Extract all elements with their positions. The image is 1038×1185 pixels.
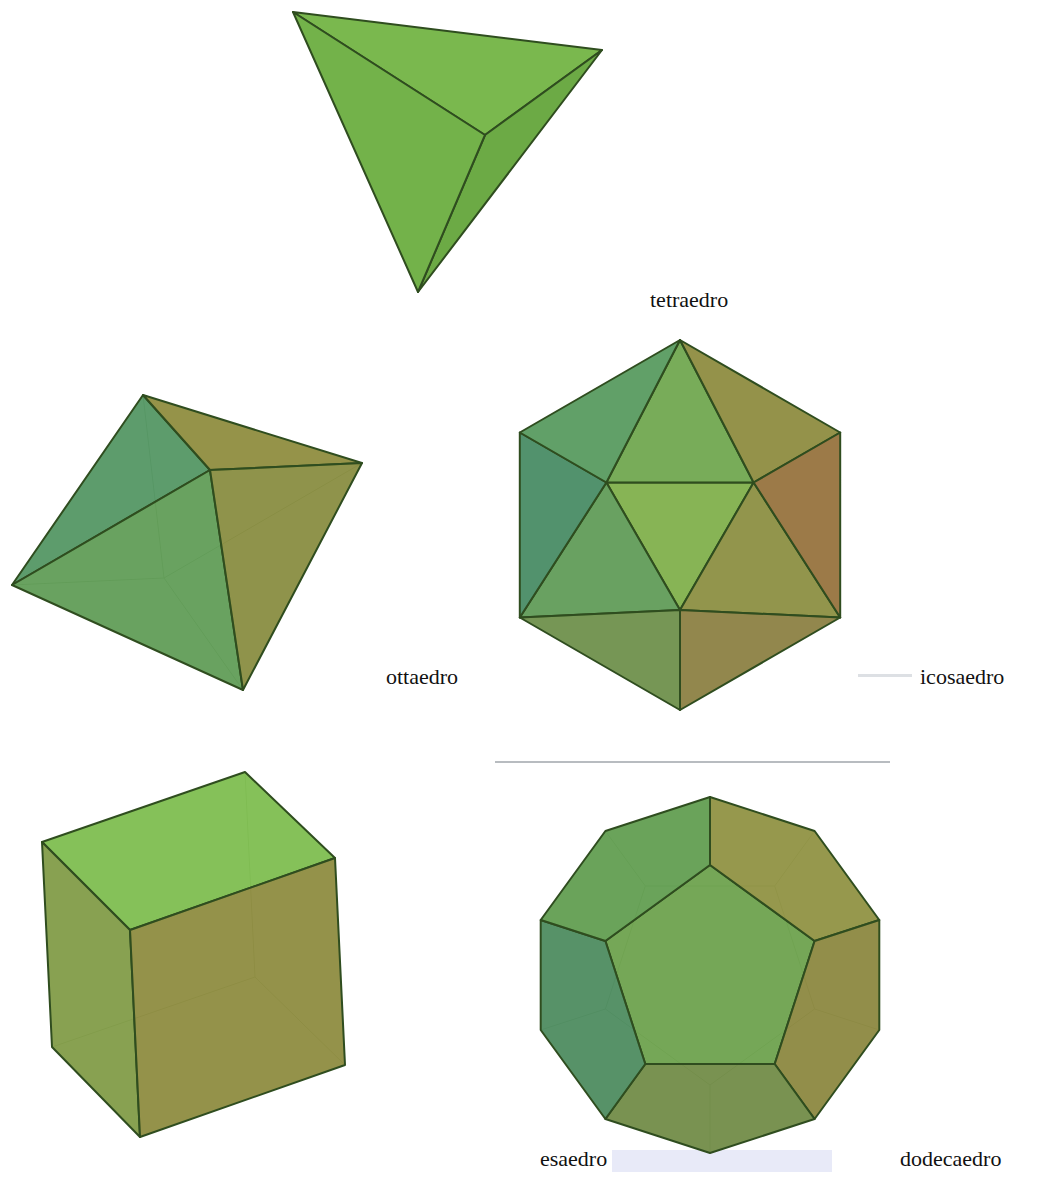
dodecahedron-figure	[541, 797, 880, 1153]
cube-figure	[42, 772, 345, 1137]
octahedron-figure-part	[12, 395, 362, 690]
icosahedron-figure-part	[754, 433, 841, 618]
cube-figure-part-part	[130, 858, 345, 1137]
scan-bar	[612, 1150, 832, 1172]
divider-line	[495, 761, 890, 763]
icosahedron-figure	[520, 340, 840, 710]
dodecahedron-figure-part	[541, 797, 880, 1153]
cube-figure-part-part	[42, 842, 140, 1137]
icosahedron-figure-part	[520, 340, 680, 483]
shape-label: dodecaedro	[898, 1146, 1003, 1172]
dodecahedron-figure-part-part	[541, 797, 710, 941]
octahedron-figure-part-part	[12, 470, 243, 690]
dodecahedron-figure-part-part	[541, 920, 646, 1119]
octahedron-figure-part	[12, 395, 362, 690]
icosahedron-figure-part	[680, 610, 840, 710]
shape-label: esaedro	[538, 1146, 609, 1172]
scan-bar	[858, 674, 912, 677]
shape-label: icosaedro	[918, 664, 1006, 690]
shape-label: tetraedro	[648, 287, 730, 313]
octahedron-figure-part-part	[210, 463, 362, 690]
shape-label: ottaedro	[384, 664, 460, 690]
tetrahedron-figure-part	[293, 12, 485, 292]
dodecahedron-figure-part-part	[710, 797, 879, 941]
octahedron-figure-part-part	[143, 395, 362, 470]
cube-figure-part	[42, 772, 345, 1137]
icosahedron-figure-part	[520, 610, 680, 710]
octahedron-figure	[12, 395, 362, 690]
tetrahedron-figure	[293, 12, 602, 292]
